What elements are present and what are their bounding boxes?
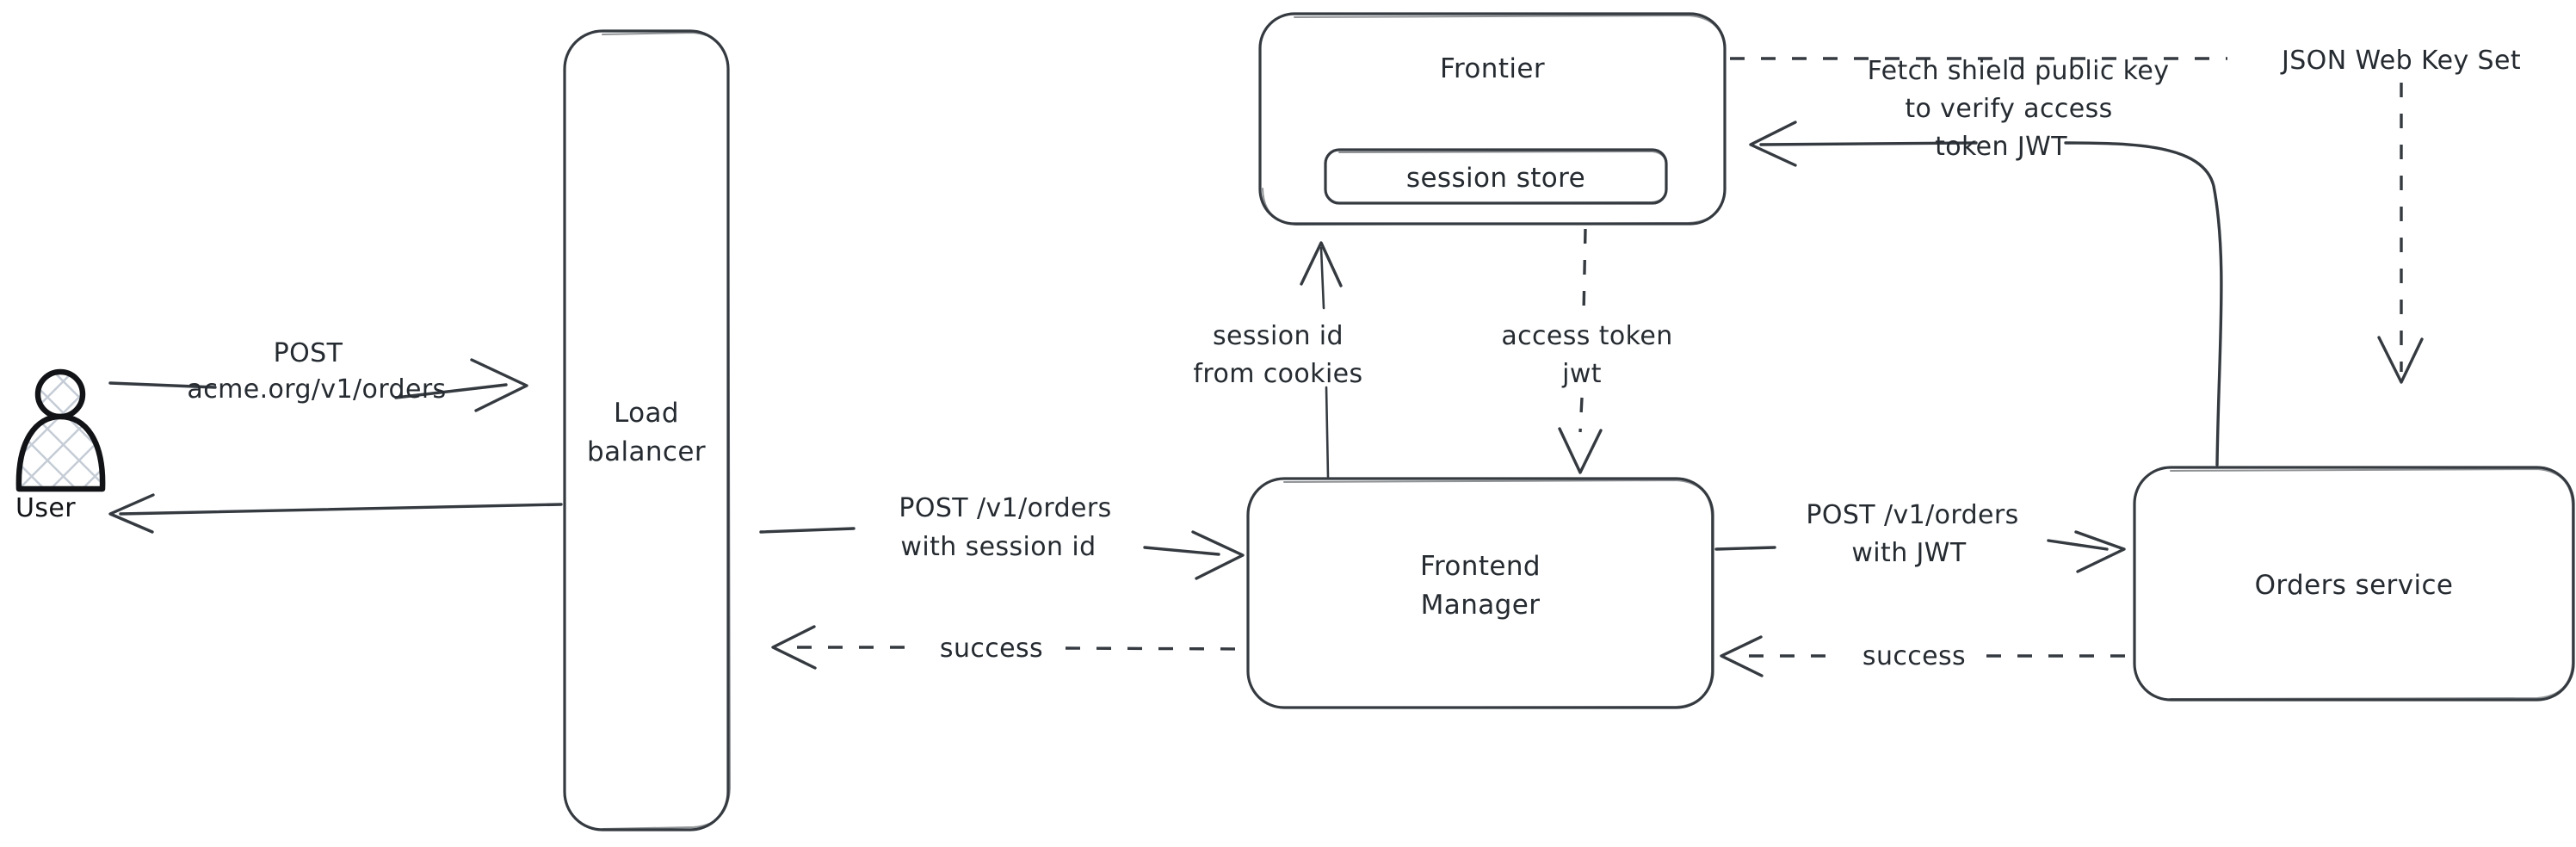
edge-fetch-line-to-arrow <box>1759 141 1978 146</box>
user-body-icon <box>15 413 106 492</box>
edge-frontier-to-fm-label-line2: jwt <box>1561 359 1602 389</box>
load-balancer-label-line2: balancer <box>587 436 706 467</box>
edge-frontend-manager-to-frontier[interactable]: session id from cookies <box>1193 241 1362 479</box>
edge-orders-service-to-frontend-manager-success[interactable]: success <box>1720 635 2126 677</box>
edge-frontend-manager-to-orders-service[interactable]: POST /v1/orders with JWT <box>1714 500 2126 573</box>
edge-fetch-label-line3: token JWT <box>1935 132 2067 162</box>
edge-user-to-lb-label-line2: acme.org/v1/orders <box>187 374 446 405</box>
user-label: User <box>15 493 76 523</box>
edge-fm-to-frontier-line-lower <box>1325 386 1330 479</box>
orders-service-label: Orders service <box>2255 570 2454 601</box>
edge-fetch-curve <box>2064 141 2223 467</box>
edge-frontier-to-orders-service-jwks[interactable]: JSON Web Key Set <box>1730 46 2521 384</box>
edge-frontier-to-frontend-manager[interactable]: access token jwt <box>1501 228 1672 474</box>
frontend-manager-box-sketch <box>1283 479 1713 708</box>
edge-user-to-lb-label-line1: POST <box>274 338 343 368</box>
edge-orders-service-to-frontier-fetch[interactable]: Fetch shield public key to verify access… <box>1749 56 2223 467</box>
edge-user-to-lb-line2 <box>394 383 508 399</box>
edge-fm-to-lb-dashed-right <box>1065 646 1247 651</box>
edge-orders-to-fm-label: success <box>1863 641 1966 671</box>
edge-lb-to-fm-arrowhead <box>1191 530 1245 580</box>
frontier-label: Frontier <box>1440 53 1545 84</box>
edge-load-balancer-to-frontend-manager[interactable]: POST /v1/orders with session id <box>759 493 1245 580</box>
edge-user-to-lb-arrowhead <box>470 358 528 412</box>
edge-fetch-label-line1: Fetch shield public key <box>1868 56 2170 86</box>
edge-lb-to-fm-label-line2: with session id <box>900 532 1096 562</box>
edge-frontend-manager-to-load-balancer-success[interactable]: success <box>771 625 1247 670</box>
edge-lb-to-fm-label-line1: POST /v1/orders <box>899 493 1111 523</box>
node-user[interactable]: User <box>15 368 106 523</box>
edge-fm-to-lb-label: success <box>940 634 1043 664</box>
session-store-label: session store <box>1406 163 1585 194</box>
edge-frontier-to-fm-label-line1: access token <box>1501 321 1672 351</box>
edge-fm-to-frontier-label-line2: from cookies <box>1193 359 1362 389</box>
session-store-box-sketch <box>1338 151 1667 204</box>
edge-orders-to-fm-arrowhead <box>1720 635 1764 677</box>
load-balancer-box <box>563 29 730 832</box>
frontend-manager-label-line1: Frontend <box>1420 551 1541 582</box>
edge-fm-to-orders-label-line2: with JWT <box>1851 538 1966 568</box>
edge-jwks-arrowhead <box>2377 336 2424 384</box>
edge-fm-to-frontier-line-upper <box>1319 246 1325 310</box>
node-orders-service[interactable]: Orders service <box>2133 466 2575 702</box>
node-session-store[interactable]: session store <box>1324 148 1668 205</box>
edge-fm-to-orders-label-line1: POST /v1/orders <box>1806 500 2018 530</box>
frontend-manager-label-line2: Manager <box>1421 590 1541 621</box>
edge-fm-to-frontier-arrowhead <box>1300 241 1343 287</box>
edge-frontier-to-fm-arrowhead <box>1558 427 1603 474</box>
edge-frontier-to-fm-dashed-lower <box>1578 397 1584 433</box>
edge-fetch-label-line2: to verify access <box>1905 94 2112 124</box>
node-load-balancer[interactable]: Load balancer <box>563 29 731 832</box>
edge-fm-to-orders-line <box>1714 546 1776 551</box>
orders-service-box-sketch <box>2170 468 2573 700</box>
edge-lb-to-fm-line2 <box>1143 546 1220 556</box>
load-balancer-box-sketch <box>602 32 731 830</box>
edge-lb-to-user-arrowhead <box>108 493 155 534</box>
load-balancer-label-line1: Load <box>614 398 679 429</box>
edge-user-to-load-balancer[interactable]: POST acme.org/v1/orders <box>108 338 528 412</box>
edge-jwks-label: JSON Web Key Set <box>2280 46 2521 76</box>
frontier-box-sketch <box>1262 15 1726 226</box>
edge-user-to-lb-line <box>108 381 217 389</box>
edge-fetch-arrowhead <box>1749 121 1797 167</box>
edge-fm-to-lb-arrowhead <box>771 625 817 670</box>
node-frontend-manager[interactable]: Frontend Manager <box>1246 477 1714 709</box>
user-head-icon <box>34 368 86 420</box>
edge-fm-to-orders-line2 <box>2047 539 2109 551</box>
edge-lb-to-fm-line <box>759 527 856 534</box>
edge-frontier-to-fm-dashed-upper <box>1582 228 1587 314</box>
edge-fm-to-frontier-label-line1: session id <box>1213 321 1344 351</box>
edge-fm-to-orders-arrowhead <box>2074 530 2126 573</box>
edge-load-balancer-to-user[interactable] <box>108 493 563 534</box>
node-frontier[interactable]: Frontier session store <box>1258 12 1727 226</box>
edge-lb-to-user-line <box>119 503 563 516</box>
